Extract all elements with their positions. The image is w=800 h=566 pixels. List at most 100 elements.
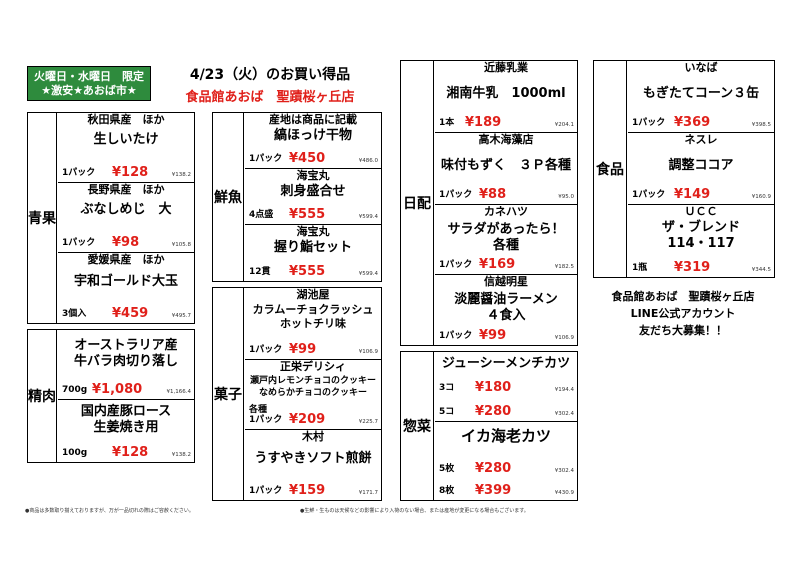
product-maker: 高木海藻店: [478, 133, 534, 146]
product-card: オーストラリア産 牛バラ肉切り落し 700g ¥1,080 ¥1,166.4: [58, 330, 194, 400]
product-price: ¥128: [112, 165, 149, 180]
reference-price: ¥302.4: [554, 411, 574, 417]
product-quantity: 1パック: [62, 168, 96, 178]
product-price: ¥189: [465, 115, 502, 130]
product-name: 味付もずく ３Ｐ各種: [440, 158, 571, 173]
product-price: ¥280: [475, 404, 512, 419]
product-maker: いなば: [684, 61, 718, 74]
product-price: ¥159: [289, 483, 326, 498]
product-card: 木村 うすやきソフト煎餅 1パック ¥159 ¥171.7: [245, 430, 381, 500]
product-price: ¥149: [674, 187, 711, 202]
product-maker: ＵＣＣ: [684, 205, 718, 218]
product-card: カネハツ サラダがあったら！ 各種 1パック ¥169 ¥182.5: [435, 205, 577, 275]
reference-price: ¥160.9: [751, 194, 771, 200]
product-name: 淡麗醤油ラーメン ４食入: [454, 292, 558, 323]
product-name: うすやきソフト煎餅: [254, 451, 372, 466]
product-price: ¥399: [475, 483, 512, 498]
product-name: 国内産豚ロース 生姜焼き用: [80, 404, 172, 435]
product-price: ¥99: [479, 328, 507, 343]
page-title: 4/23（火）のお買い得品: [189, 67, 351, 83]
product-card: 愛媛県産 ほか 宇和ゴールド大玉 3個入 ¥459 ¥495.7: [58, 253, 194, 323]
product-card: いなば もぎたてコーン３缶 1パック ¥369 ¥398.5: [628, 61, 774, 133]
reference-price: ¥495.7: [171, 313, 191, 319]
product-maker: 海宝丸: [296, 169, 330, 182]
product-card: 海宝丸 刺身盛合せ 4点盛 ¥555 ¥599.4: [245, 169, 381, 225]
product-card: 長野県産 ほか ぶなしめじ 大 1パック ¥98 ¥105.8: [58, 183, 194, 253]
product-price: ¥319: [674, 260, 711, 275]
product-name: ぶなしめじ 大: [80, 202, 172, 217]
product-quantity: 1パック: [249, 345, 283, 355]
product-quantity: 1パック: [439, 260, 473, 270]
reference-price: ¥430.9: [554, 490, 574, 496]
reference-price: ¥138.2: [171, 452, 191, 458]
product-price: ¥209: [289, 412, 326, 427]
reference-price: ¥95.0: [558, 194, 574, 200]
product-maker: 愛媛県産 ほか: [87, 253, 165, 266]
product-maker: 正栄デリシィ: [280, 360, 346, 373]
product-card: イカ海老カツ 5枚 ¥280 ¥302.4 8枚 ¥399 ¥430.9: [435, 422, 577, 500]
section-label: 青果: [28, 113, 57, 323]
reference-price: ¥486.0: [358, 158, 378, 164]
section-meat: 精肉 オーストラリア産 牛バラ肉切り落し 700g ¥1,080 ¥1,166.…: [27, 329, 195, 463]
section-label: 食品: [594, 61, 627, 277]
product-price: ¥1,080: [92, 382, 143, 397]
product-quantity: 各種 1パック: [249, 405, 283, 425]
product-quantity: 1パック: [632, 118, 666, 128]
section-deli: 惣菜 ジューシーメンチカツ 3コ ¥180 ¥194.4 5コ ¥280 ¥30…: [400, 351, 578, 501]
product-name: オーストラリア産 牛バラ肉切り落し: [73, 338, 178, 369]
product-name: 刺身盛合せ: [280, 184, 346, 199]
product-card: 信越明星 淡麗醤油ラーメン ４食入 1パック ¥99 ¥106.9: [435, 275, 577, 345]
reference-price: ¥105.8: [171, 242, 191, 248]
section-label: 菓子: [213, 288, 244, 500]
product-card: 近藤乳業 湘南牛乳 1000ml 1本 ¥189 ¥204.1: [435, 61, 577, 133]
product-price: ¥459: [112, 306, 149, 321]
product-maker: 湖池屋: [296, 288, 330, 301]
product-name: カラムーチョクラッシュ ホットチリ味: [252, 303, 374, 330]
product-price: ¥280: [475, 461, 512, 476]
product-price: ¥88: [479, 187, 507, 202]
product-name: ジューシーメンチカツ: [441, 356, 571, 371]
product-name: 湘南牛乳 1000ml: [446, 86, 566, 101]
product-quantity: 1パック: [62, 238, 96, 248]
section-label: 精肉: [28, 330, 57, 462]
product-name: サラダがあったら！ 各種: [447, 222, 565, 253]
line-promo-friends: 友だち大募集！！: [639, 324, 727, 337]
product-name: 宇和ゴールド大玉: [73, 274, 178, 289]
reference-price: ¥138.2: [171, 172, 191, 178]
promo-tag-days: 火曜日・水曜日 限定: [34, 70, 144, 83]
product-name: 握り鮨セット: [273, 240, 352, 255]
reference-price: ¥344.5: [751, 267, 771, 273]
store-name: 食品館あおば 聖蹟桜ヶ丘店: [185, 90, 355, 105]
section-fish: 鮮魚 産地は商品に記載 縞ほっけ干物 1パック ¥450 ¥486.0 海宝丸 …: [212, 112, 382, 282]
product-quantity: 1パック: [439, 331, 473, 341]
product-name: 生しいたけ: [93, 132, 159, 147]
product-maker: カネハツ: [484, 205, 528, 218]
section-label: 日配: [401, 61, 434, 345]
flyer-header: 4/23（火）のお買い得品 食品館あおば 聖蹟桜ヶ丘店: [150, 64, 390, 105]
product-quantity: 100g: [62, 448, 88, 458]
reference-price: ¥398.5: [751, 122, 771, 128]
reference-price: ¥182.5: [554, 264, 574, 270]
section-snacks: 菓子 湖池屋 カラムーチョクラッシュ ホットチリ味 1パック ¥99 ¥106.…: [212, 287, 382, 501]
product-name: もぎたてコーン３缶: [642, 86, 760, 101]
product-price: ¥180: [475, 380, 512, 395]
product-quantity: 5コ: [439, 407, 455, 417]
product-card: 正栄デリシィ 瀬戸内レモンチョコのクッキー なめらかチョコのクッキー 各種 1パ…: [245, 360, 381, 430]
section-food: 食品 いなば もぎたてコーン３缶 1パック ¥369 ¥398.5 ネスレ 調整…: [593, 60, 775, 278]
product-maker: 産地は商品に記載: [269, 113, 357, 126]
product-name: 縞ほっけ干物: [273, 128, 352, 143]
product-card: 国内産豚ロース 生姜焼き用 100g ¥128 ¥138.2: [58, 400, 194, 462]
product-card: ジューシーメンチカツ 3コ ¥180 ¥194.4 5コ ¥280 ¥302.4: [435, 352, 577, 422]
section-label: 惣菜: [401, 352, 434, 500]
section-vegetables: 青果 秋田県産 ほか 生しいたけ 1パック ¥128 ¥138.2 長野県産 ほ…: [27, 112, 195, 324]
product-quantity: 5枚: [439, 464, 455, 474]
product-quantity: 8枚: [439, 486, 455, 496]
product-name: 瀬戸内レモンチョコのクッキー なめらかチョコのクッキー: [249, 376, 376, 398]
product-name: 調整ココア: [668, 158, 734, 173]
note-fresh: ●生鮮・生ものは天候などの影響により入荷のない場合、または産地が変更になる場合も…: [300, 508, 529, 514]
reference-price: ¥106.9: [358, 349, 378, 355]
product-card: 秋田県産 ほか 生しいたけ 1パック ¥128 ¥138.2: [58, 113, 194, 183]
product-card: 海宝丸 握り鮨セット 12貫 ¥555 ¥599.4: [245, 225, 381, 281]
product-price: ¥450: [289, 151, 326, 166]
reference-price: ¥302.4: [554, 468, 574, 474]
